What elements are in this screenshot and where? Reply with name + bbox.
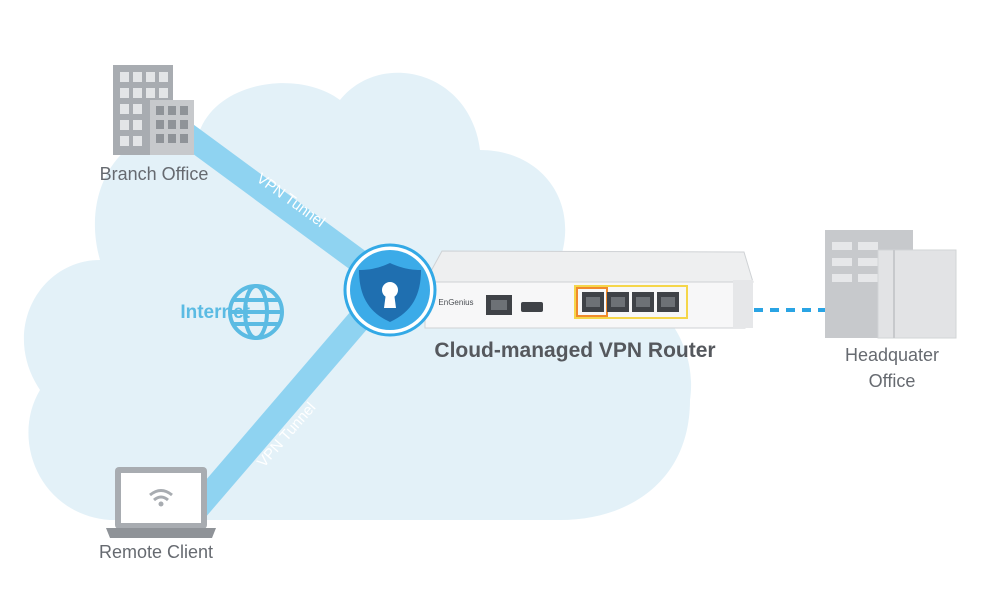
laptop-wifi-icon [106, 467, 216, 538]
lan-ports [582, 292, 679, 312]
headquarter-building-icon [825, 230, 957, 339]
globe-icon [228, 284, 284, 340]
vpn-router: EnGenius [424, 250, 754, 329]
router-title: Cloud-managed VPN Router [434, 339, 716, 362]
branch-office-label: Branch Office [99, 164, 209, 184]
headquarter-label-line2: Office [868, 371, 916, 391]
wan-port [486, 295, 512, 315]
shield-keyhole-icon [343, 243, 437, 337]
office-building-icon [113, 65, 194, 155]
remote-client-label: Remote Client [98, 542, 214, 562]
router-brand: EnGenius [438, 298, 473, 307]
vpn-tunnel-upper [170, 118, 398, 294]
internet-label: Internet [180, 302, 250, 323]
headquarter-label-line1: Headquater [844, 345, 940, 365]
usb-port [521, 302, 543, 312]
